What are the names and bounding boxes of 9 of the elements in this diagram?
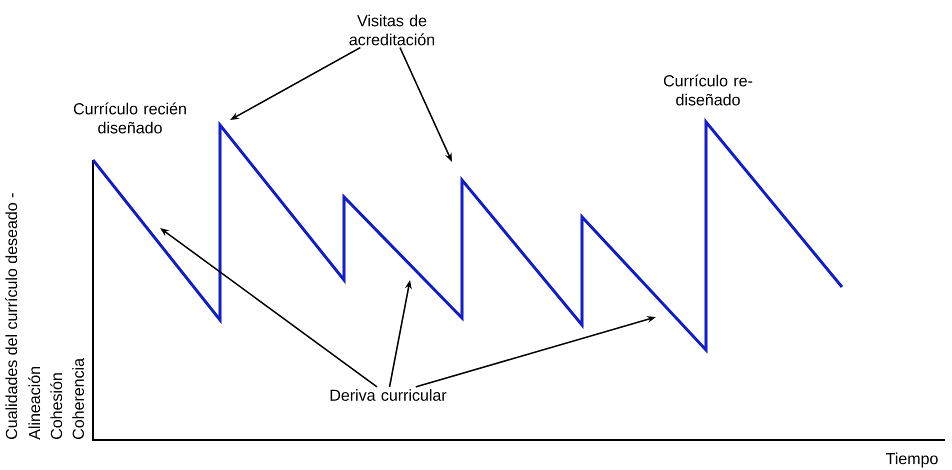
axis-label: Coherencia — [72, 358, 84, 439]
annotation-text: Visitas de acreditación — [350, 14, 434, 46]
axis-label: Cohesión — [50, 373, 62, 439]
annotation-text: Currículo re-diseñado — [664, 74, 752, 106]
annotation-text: Currículo recién diseñado — [74, 102, 186, 134]
axis-label: Alineación — [28, 367, 40, 440]
axis-label: Tiempo — [886, 452, 938, 468]
annotation-text: Deriva curricular — [330, 389, 446, 401]
axis-label: Cualidades del currículo deseado - — [5, 193, 18, 439]
